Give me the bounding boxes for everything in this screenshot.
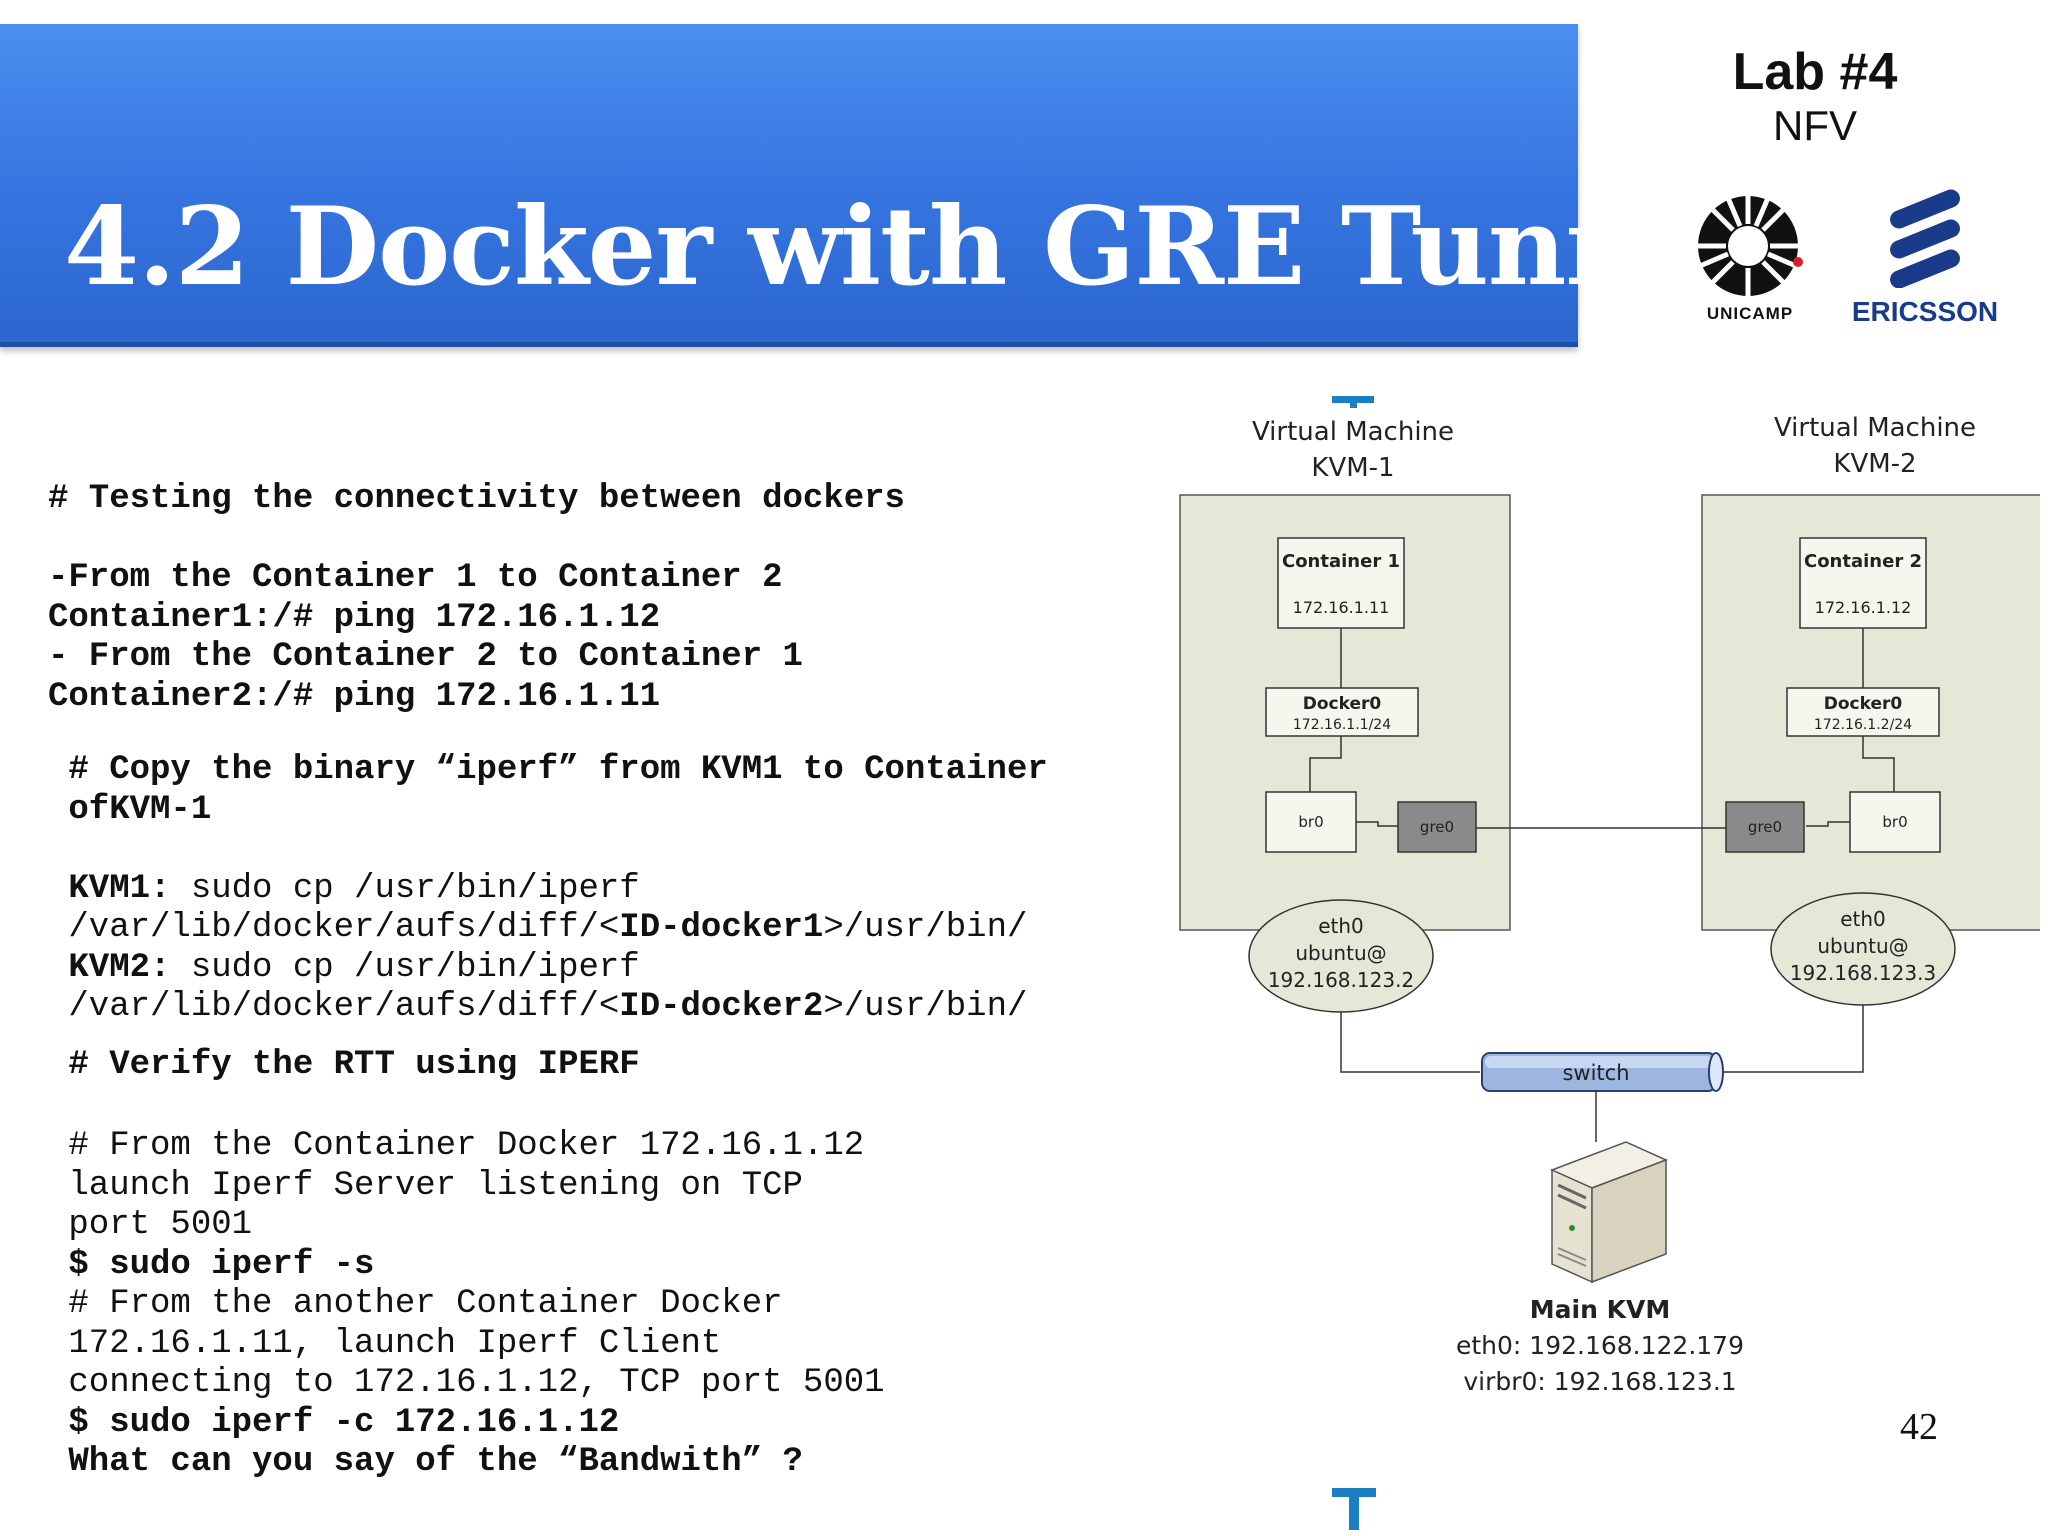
vm2-docker-ip: 172.16.1.2/24 [1814,717,1912,733]
switch-label: switch [1562,1061,1629,1085]
code-line: What can you say of the “Bandwith” ? [48,1443,803,1481]
marker-bottom [1332,1488,1376,1530]
unicamp-label: UNICAMP [1706,304,1794,323]
main-kvm-virbr0: virbr0: 192.168.123.1 [1463,1367,1736,1396]
code-label: KVM2: [48,948,171,987]
code-line: # From the another Container Docker [48,1285,783,1323]
vm2-bridge-label: br0 [1882,813,1907,831]
vm2-gre-box [1725,801,1805,853]
switch-node: switch [1481,1052,1724,1092]
instructions-text: # Testing the connectivity between docke… [48,480,1128,1483]
vm1-eth-user: ubuntu@ [1295,941,1386,965]
code-line: KVM1: sudo cp /usr/bin/iperf [48,869,640,908]
vm2-container-ip: 172.16.1.12 [1815,598,1912,617]
vm2-eth-name: eth0 [1840,907,1886,931]
vm2-docker-box [1786,687,1940,737]
vm1-bridge-box [1265,791,1357,853]
vm1-docker-box [1265,687,1419,737]
code-line: # Verify the RTT using IPERF [48,1045,640,1084]
unicamp-logo-icon [1696,194,1803,298]
code-line: ofKVM-1 [48,790,212,829]
server-icon [1550,1141,1668,1284]
vm2-container-name: Container 2 [1804,551,1922,572]
vm1-container-box [1277,537,1405,629]
ericsson-label: ERICSSON [1851,296,1999,327]
vm2-docker-name: Docker0 [1824,694,1903,714]
lab-subtitle: NFV [1773,102,1857,149]
page-number: 42 [1900,1406,1938,1448]
vm2-eth-user: ubuntu@ [1817,934,1908,958]
code-line: -From the Container 1 to Container 2 [48,559,783,597]
code-line: Container2:/# ping 172.16.1.11 [48,677,661,716]
vm1-container-name: Container 1 [1282,551,1400,572]
vm2-eth-ip: 192.168.123.3 [1790,961,1936,985]
vm1-eth-ip: 192.168.123.2 [1268,968,1414,992]
code-line: /var/lib/docker/aufs/diff/<ID-docker2>/u… [48,988,1028,1026]
code-line: Container1:/# ping 172.16.1.12 [48,598,661,637]
vm2-label-line2: KVM-2 [1833,449,1916,479]
title-bar: 4.2 Docker with GRE Tunnel [0,24,1752,347]
code-line: # From the Container Docker 172.16.1.12 [48,1127,865,1165]
main-kvm-eth0: eth0: 192.168.122.179 [1456,1331,1744,1360]
code-line: $ sudo iperf -s [48,1245,375,1284]
network-diagram: Virtual Machine KVM-1 Virtual Machine KV… [1179,396,2040,1530]
vm1-container-ip: 172.16.1.11 [1293,598,1390,617]
ericsson-logo-icon [1890,189,1960,288]
vm1-gre-label: gre0 [1420,818,1454,836]
code-line: /var/lib/docker/aufs/diff/<ID-docker1>/u… [48,909,1028,947]
code-label: KVM1: [48,869,171,908]
vm1-docker-ip: 172.16.1.1/24 [1293,717,1391,733]
vm1-docker-name: Docker0 [1303,694,1382,714]
vm1-bridge-label: br0 [1298,813,1323,831]
vm1-eth-name: eth0 [1318,914,1364,938]
vm2-container-box [1799,537,1927,629]
vm1-label-line2: KVM-1 [1311,453,1394,483]
code-line: connecting to 172.16.1.12, TCP port 5001 [48,1364,885,1402]
vm2-gre-label: gre0 [1748,818,1782,836]
slide-title: 4.2 Docker with GRE Tunnel [64,184,1752,310]
lab-title: Lab #4 [1732,43,1898,101]
code-line: launch Iperf Server listening on TCP [48,1166,803,1205]
code-line: $ sudo iperf -c 172.16.1.12 [48,1403,620,1442]
code-line: port 5001 [48,1206,253,1244]
vm1-label-line1: Virtual Machine [1252,417,1454,447]
code-line: 172.16.1.11, launch Iperf Client [48,1324,722,1363]
code-line: KVM2: sudo cp /usr/bin/iperf [48,948,640,987]
code-line: # Testing the connectivity between docke… [48,480,905,518]
main-kvm-title: Main KVM [1530,1295,1670,1324]
code-line: - From the Container 2 to Container 1 [48,638,803,676]
vm2-label-line1: Virtual Machine [1774,413,1976,443]
code-line: # Copy the binary “iperf” from KVM1 to C… [48,751,1048,789]
vm1-gre-box [1397,801,1477,853]
